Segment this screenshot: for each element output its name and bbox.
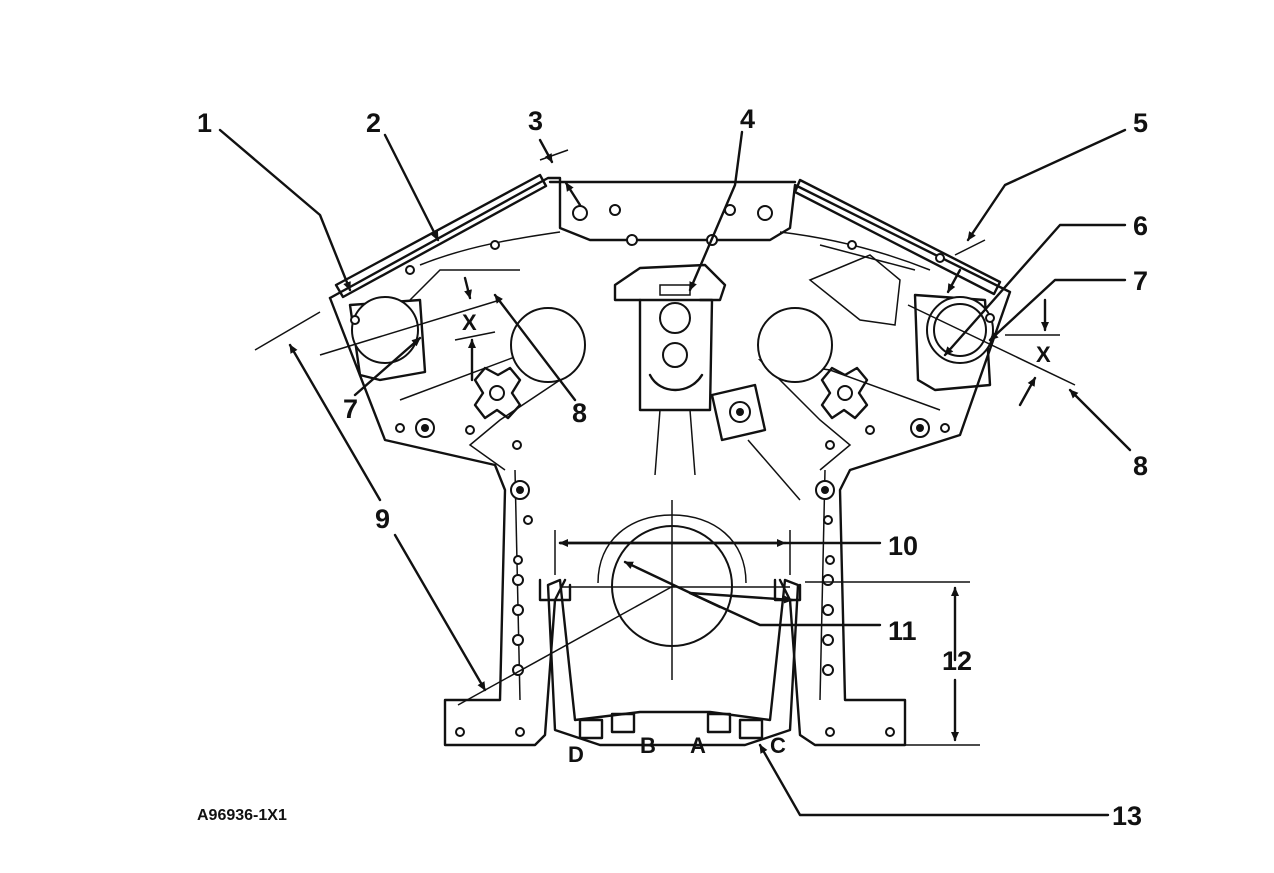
- callout-4: 4: [740, 104, 755, 134]
- callout-7-left: 7: [343, 394, 358, 424]
- figure-id: A96936-1X1: [197, 807, 287, 824]
- callout-6: 6: [1133, 211, 1148, 241]
- main-bearing-cap: [538, 578, 802, 747]
- callout-2: 2: [366, 108, 381, 138]
- bolt-label-b: B: [640, 733, 656, 758]
- callout-8-left: 8: [572, 398, 587, 428]
- callout-5: 5: [1133, 108, 1148, 138]
- block-outline: [328, 173, 1012, 747]
- callout-13: 13: [1112, 801, 1142, 831]
- right-balance-bore: [757, 307, 833, 383]
- callout-12: 12: [942, 646, 972, 676]
- callout-9: 9: [375, 504, 390, 534]
- left-cam-bore: [351, 296, 419, 364]
- callout-3: 3: [528, 106, 543, 136]
- front-plate: [613, 263, 801, 501]
- callout-10: 10: [888, 531, 918, 561]
- bolt-label-a: A: [690, 733, 706, 758]
- dimension-x-left: X: [462, 310, 477, 335]
- bolt-holes: [350, 204, 995, 737]
- bolt-letter-labels: D B A C: [568, 733, 786, 767]
- callout-8-right: 8: [1133, 451, 1148, 481]
- callout-labels: 1 2 3 4 5 6 7 7 8 8 9 10 11 12 13: [197, 104, 1148, 831]
- callout-7-right: 7: [1133, 266, 1148, 296]
- dimension-x-right: X: [1036, 342, 1051, 367]
- dimension-x-labels: X X: [462, 310, 1051, 367]
- callout-11: 11: [888, 616, 917, 646]
- bolt-label-c: C: [770, 733, 786, 758]
- bosses: [473, 366, 869, 420]
- left-balance-bore: [510, 307, 586, 383]
- leader-lines: [218, 128, 1132, 817]
- bores: [351, 296, 994, 647]
- bolt-label-d: D: [568, 742, 584, 767]
- callout-1: 1: [197, 108, 212, 138]
